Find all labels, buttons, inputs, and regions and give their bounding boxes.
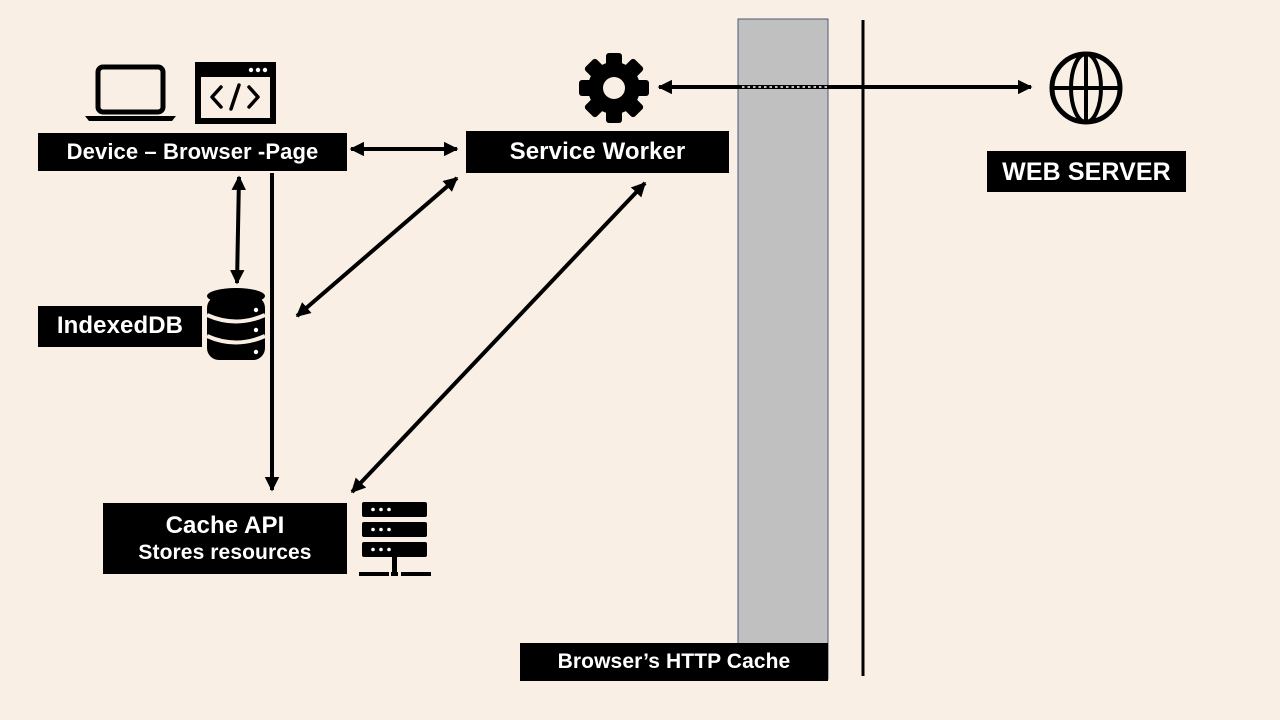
laptop-icon — [85, 64, 176, 121]
arrow-serviceworker-indexeddb — [295, 176, 459, 318]
cache-api-title: Cache API — [165, 511, 285, 539]
server-rack-icon — [359, 502, 431, 576]
indexeddb-label: IndexedDB — [38, 306, 202, 347]
globe-icon — [1049, 51, 1123, 125]
code-window-icon — [195, 62, 276, 124]
cache-api-subtitle: Stores resources — [138, 541, 312, 565]
browser-http-cache-label: Browser’s HTTP Cache — [520, 643, 828, 681]
arrow-serviceworker-cacheapi — [350, 181, 647, 494]
service-worker-label: Service Worker — [466, 131, 729, 173]
service-worker-text: Service Worker — [509, 137, 686, 165]
arrow-device-indexeddb — [230, 175, 246, 285]
http-cache-column — [737, 18, 829, 680]
indexeddb-text: IndexedDB — [56, 312, 184, 340]
gear-icon — [579, 53, 649, 123]
web-server-label: WEB SERVER — [987, 151, 1186, 192]
web-server-text: WEB SERVER — [1002, 157, 1171, 186]
device-browser-page-text: Device – Browser -Page — [66, 138, 319, 164]
device-browser-page-label: Device – Browser -Page — [38, 133, 347, 171]
database-icon — [206, 288, 266, 360]
browser-http-cache-text: Browser’s HTTP Cache — [557, 650, 791, 674]
cache-api-label: Cache API Stores resources — [103, 503, 347, 574]
